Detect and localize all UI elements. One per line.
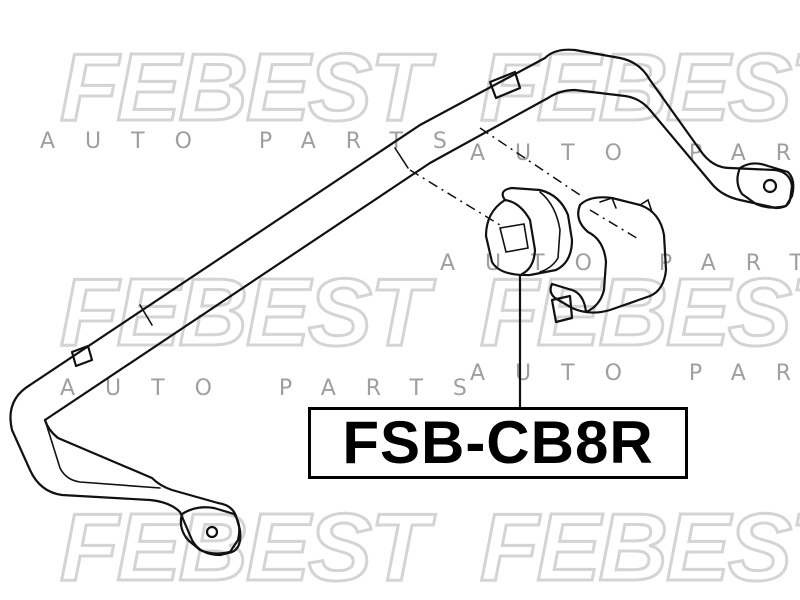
- watermark-sub-4: AUTO PARTS: [470, 361, 800, 386]
- stabilizer-bar: [9, 48, 795, 557]
- watermark-brand-6: FEBEST: [480, 494, 800, 600]
- bushing-bracket: [549, 196, 668, 324]
- stabilizer-bushing: [484, 186, 574, 277]
- watermark-sub-2: AUTO PARTS: [470, 141, 800, 166]
- watermark-brand-4: FEBEST: [480, 259, 800, 366]
- watermark-sub-3: AUTO PARTS: [60, 376, 497, 401]
- part-number-label: FSB-CB8R: [308, 407, 688, 479]
- watermark-brand-5: FEBEST: [60, 494, 436, 600]
- watermark-brand-3: FEBEST: [60, 259, 436, 366]
- part-number-text: FSB-CB8R: [342, 409, 654, 476]
- watermark-brand-2: FEBEST: [480, 34, 800, 141]
- watermark-brand-1: FEBEST: [60, 34, 436, 141]
- watermark-layer: FEBEST AUTO PARTS FEBEST AUTO PARTS FEBE…: [40, 33, 800, 600]
- watermark-sub-5: AUTO PARTS: [440, 251, 800, 276]
- exploded-centerlines: [409, 127, 641, 241]
- watermark-sub-1: AUTO PARTS: [40, 129, 477, 154]
